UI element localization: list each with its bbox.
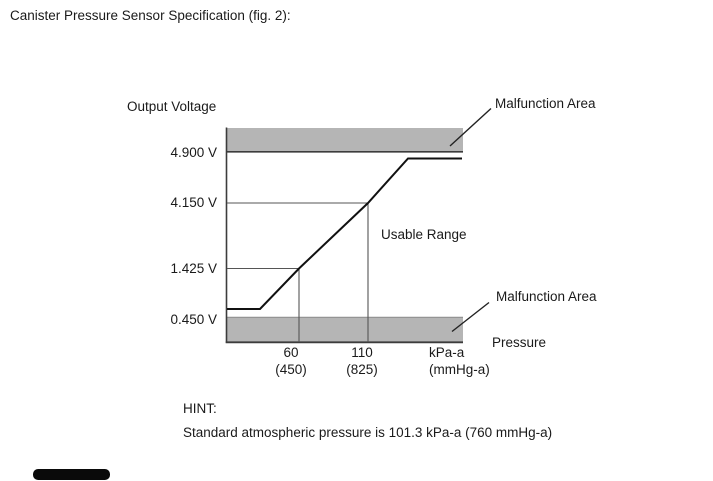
figure-title: Canister Pressure Sensor Specification (… [10, 8, 291, 23]
xtick-110-kpa: 110 [351, 345, 373, 360]
malfunction-area-label-top: Malfunction Area [495, 96, 596, 111]
upper-malfunction-band [226, 128, 463, 152]
x-axis-units: kPa-a (mmHg-a) [429, 344, 490, 378]
x-axis-unit-mmhg: (mmHg-a) [429, 362, 490, 377]
lower-malfunction-band [226, 317, 463, 342]
lower-callout-line [451, 301, 490, 333]
bottom-left-bar[interactable] [33, 469, 110, 480]
y-axis-title: Output Voltage [127, 99, 217, 114]
usable-range-label: Usable Range [381, 227, 467, 242]
xtick-60-kpa: 60 [283, 345, 299, 360]
xtick-110-mmhg: (825) [346, 362, 378, 377]
ytick-1425: 1.425 V [170, 261, 217, 276]
x-axis-unit-kpa: kPa-a [429, 345, 465, 360]
xtick-60-mmhg: (450) [275, 362, 307, 377]
upper-callout-line [449, 107, 492, 147]
x-axis-title: Pressure [492, 335, 547, 350]
malfunction-area-label-bottom: Malfunction Area [496, 289, 597, 304]
xtick-60: 60 (450) [251, 344, 331, 378]
ytick-0450: 0.450 V [170, 312, 217, 327]
ytick-4900: 4.900 V [170, 145, 217, 160]
xtick-110: 110 (825) [322, 344, 402, 378]
hint-heading: HINT: [183, 401, 217, 416]
hint-text: Standard atmospheric pressure is 101.3 k… [183, 425, 553, 440]
output-curve [227, 157, 462, 310]
ytick-4150: 4.150 V [170, 195, 217, 210]
